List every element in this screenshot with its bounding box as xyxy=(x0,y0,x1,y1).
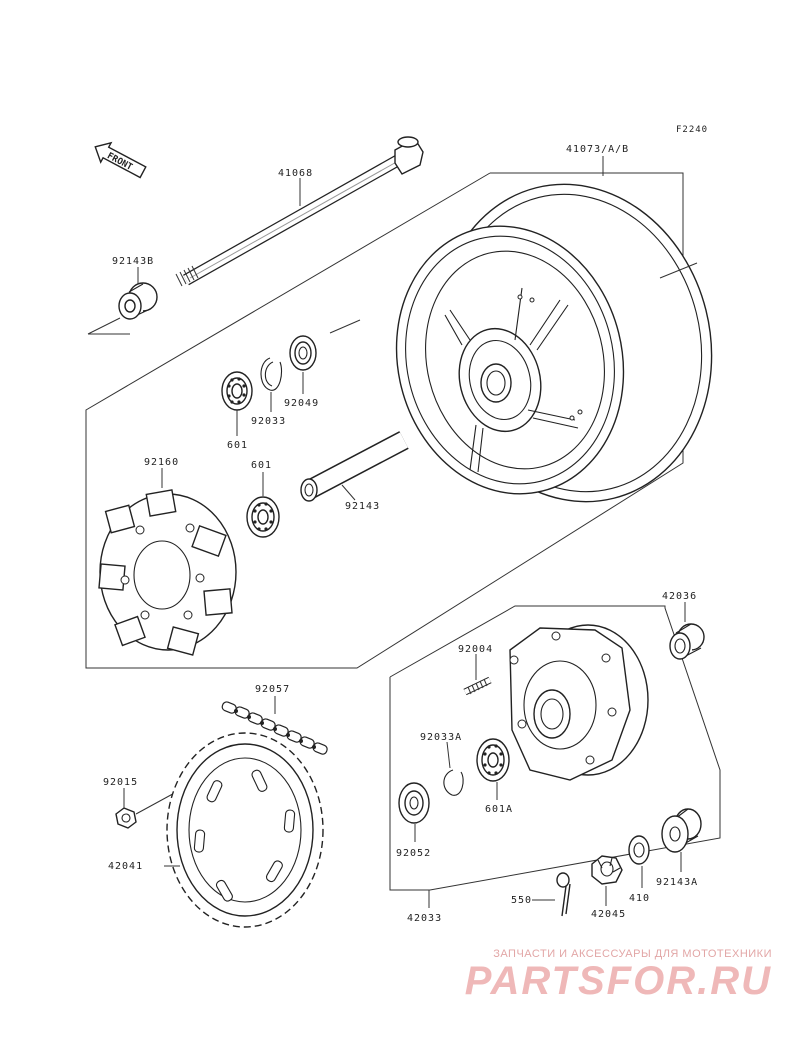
wheel-assembly-frame xyxy=(85,172,684,669)
part-label-92015: 92015 xyxy=(103,777,138,788)
part-label-92052: 92052 xyxy=(396,848,431,859)
part-label-92004: 92004 xyxy=(458,644,493,655)
part-label-92033A: 92033A xyxy=(420,732,462,743)
chain-92057 xyxy=(221,701,328,755)
cotter-pin-550 xyxy=(556,872,571,917)
castle-nut-42045 xyxy=(591,855,623,885)
part-label-42033: 42033 xyxy=(407,913,442,924)
hub-assembly-frame xyxy=(389,605,721,891)
wheel-rim-41073 xyxy=(395,183,713,503)
part-label-601A: 601A xyxy=(485,804,513,815)
stud-92004 xyxy=(463,676,492,696)
part-label-92143B: 92143B xyxy=(112,256,154,267)
part-label-42036: 42036 xyxy=(662,591,697,602)
part-label-41073: 41073/A/B xyxy=(566,144,629,155)
collar-92143A xyxy=(661,808,702,853)
part-label-42041: 42041 xyxy=(108,861,143,872)
bearing-601A xyxy=(476,738,510,782)
part-label-42045: 42045 xyxy=(591,909,626,920)
part-label-41068: 41068 xyxy=(278,168,313,179)
collar-42036 xyxy=(669,623,705,660)
seal-92049 xyxy=(289,335,317,371)
part-label-601-middle: 601 xyxy=(251,460,272,471)
diagram-code: F2240 xyxy=(676,125,708,135)
part-label-92033: 92033 xyxy=(251,416,286,427)
part-label-410: 410 xyxy=(629,893,650,904)
circlip-92033A xyxy=(443,769,464,796)
bearing-601-upper xyxy=(221,371,253,411)
sleeve-92143 xyxy=(300,431,409,502)
sprocket-42041 xyxy=(166,732,324,928)
part-label-92160: 92160 xyxy=(144,457,179,468)
watermark: ЗАПЧАСТИ И АКСЕССУАРЫ ДЛЯ МОТОТЕХНИКИ PA… xyxy=(452,948,772,1002)
hub-42033 xyxy=(509,624,649,781)
washer-410 xyxy=(628,835,650,865)
watermark-tagline: ЗАПЧАСТИ И АКСЕССУАРЫ ДЛЯ МОТОТЕХНИКИ xyxy=(493,948,772,960)
circlip-92033 xyxy=(260,357,283,391)
part-label-601-upper: 601 xyxy=(227,440,248,451)
nut-92015 xyxy=(115,807,137,829)
bearing-601-middle xyxy=(246,496,280,538)
collar-92143B xyxy=(118,282,158,320)
seal-92052 xyxy=(398,782,430,824)
part-label-92049: 92049 xyxy=(284,398,319,409)
part-label-92143A: 92143A xyxy=(656,877,698,888)
front-arrow-icon: FRONT xyxy=(94,141,147,179)
axle-41068 xyxy=(175,136,424,287)
part-label-92057: 92057 xyxy=(255,684,290,695)
part-label-550: 550 xyxy=(511,895,532,906)
watermark-logo: PARTSFOR.RU xyxy=(464,959,772,1003)
damper-92160 xyxy=(98,489,237,656)
part-label-92143: 92143 xyxy=(345,501,380,512)
